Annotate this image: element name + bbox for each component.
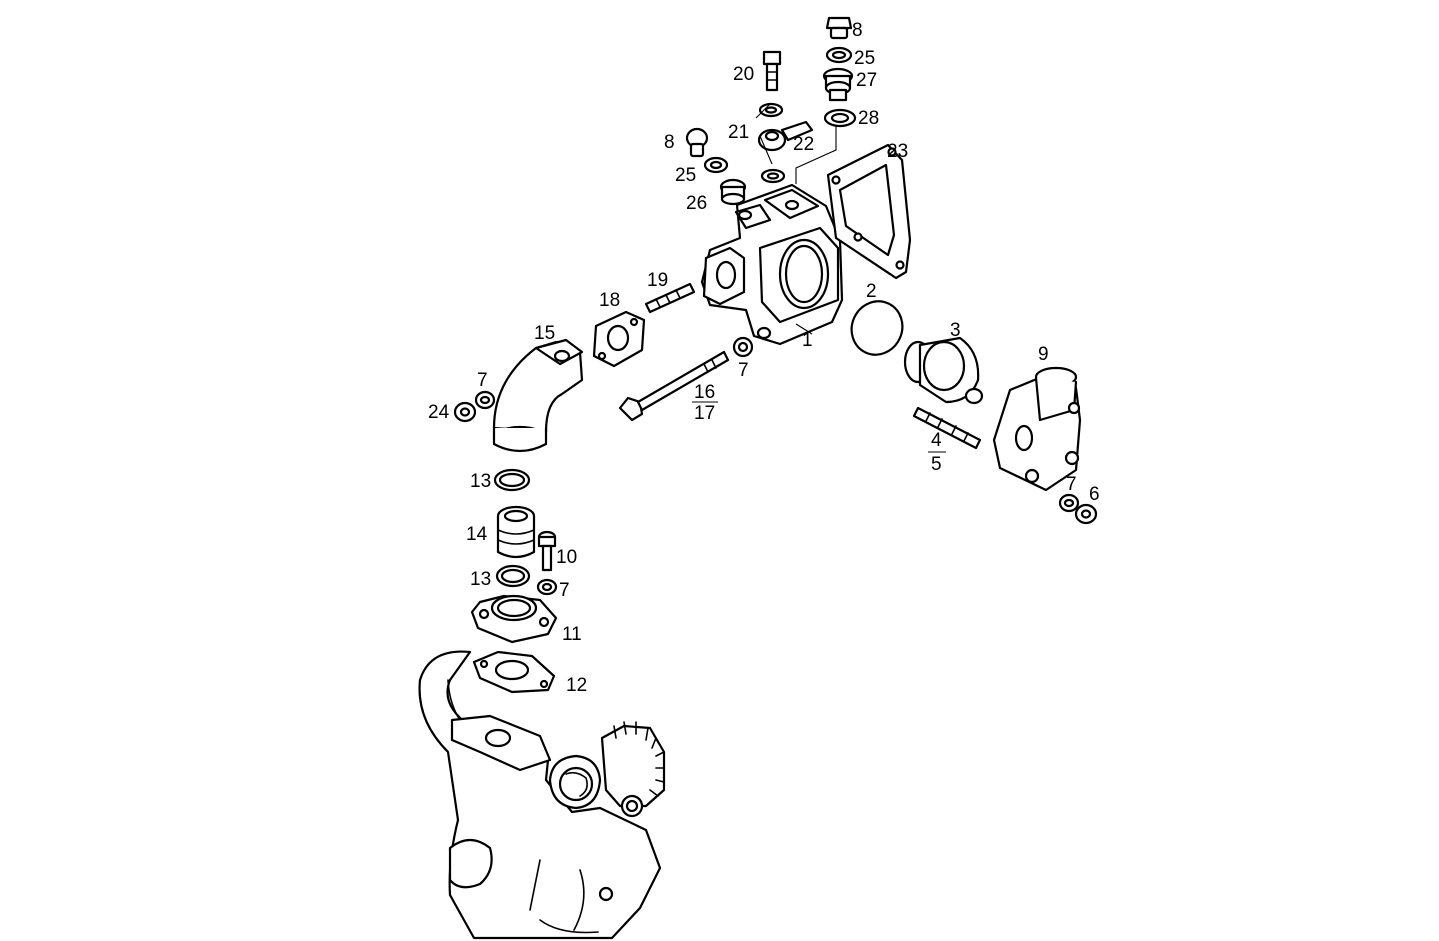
- part-oring-2: [850, 300, 904, 356]
- part-gasket-12: [472, 650, 556, 694]
- part-washer-7-left: [474, 390, 496, 410]
- part-banjo-22: [757, 120, 814, 152]
- label-9: 9: [1038, 344, 1049, 365]
- part-washer-28: [823, 108, 857, 128]
- label-23: 23: [887, 141, 908, 162]
- label-13-upper: 13: [470, 471, 491, 492]
- label-20: 20: [733, 64, 754, 85]
- label-22: 22: [793, 134, 814, 155]
- label-4: 4: [931, 430, 942, 451]
- label-5: 5: [931, 454, 942, 475]
- callout-labels: 8 25 27 28 20 21 22 23 8 25 26 1 2 3 9 4…: [428, 20, 1100, 696]
- label-21: 21: [728, 122, 749, 143]
- part-plug-26: [719, 178, 747, 206]
- label-24: 24: [428, 402, 450, 423]
- part-elbow-pipe-15: [492, 338, 584, 453]
- part-outlet-cover-9: [992, 366, 1082, 492]
- part-washer-25-top: [825, 46, 853, 64]
- part-stud-4-5: [912, 406, 982, 450]
- label-1: 1: [802, 330, 813, 351]
- label-25-top: 25: [854, 48, 875, 69]
- label-8-left: 8: [664, 132, 675, 153]
- part-washer-7-lower: [536, 578, 558, 596]
- label-3: 3: [950, 320, 961, 341]
- part-washer-25-left: [703, 156, 729, 174]
- part-thermostat-3: [903, 336, 984, 405]
- part-bolt-20: [762, 50, 782, 92]
- label-16: 16: [694, 382, 715, 403]
- label-25-left: 25: [675, 165, 696, 186]
- part-bolt-10: [537, 530, 557, 572]
- label-12: 12: [566, 675, 587, 696]
- pump-body: [418, 650, 666, 940]
- label-17: 17: [694, 403, 715, 424]
- part-flange-11: [470, 594, 558, 644]
- label-19: 19: [647, 270, 668, 291]
- label-26: 26: [686, 193, 707, 214]
- part-long-bolt-16-17: [618, 350, 730, 422]
- label-15: 15: [534, 323, 555, 344]
- label-27: 27: [856, 70, 877, 91]
- label-8-top: 8: [852, 20, 863, 41]
- part-plug-8-left: [685, 127, 709, 158]
- part-oring-13-lower: [495, 564, 531, 588]
- label-7-left: 7: [477, 370, 488, 391]
- part-washer-7-right: [1058, 493, 1080, 513]
- part-plug-27: [822, 67, 854, 102]
- part-housing-1: [700, 183, 844, 346]
- part-washer-21-lower: [760, 168, 786, 184]
- label-11: 11: [562, 624, 582, 645]
- leader-lines: [755, 103, 837, 335]
- label-18: 18: [599, 290, 620, 311]
- part-sleeve-14: [496, 505, 536, 559]
- part-flange-gasket-18: [592, 310, 646, 368]
- part-gasket-23: [826, 143, 912, 280]
- part-plug-8-top: [825, 16, 853, 40]
- part-oring-13-upper: [493, 468, 531, 492]
- part-nut-24: [453, 401, 477, 423]
- label-13-lower: 13: [470, 569, 491, 590]
- part-nut-6: [1074, 503, 1098, 525]
- label-10: 10: [556, 547, 577, 568]
- label-2: 2: [866, 281, 877, 302]
- part-stud-19: [644, 282, 696, 314]
- label-7-lower: 7: [559, 580, 570, 601]
- label-7-middle: 7: [738, 360, 749, 381]
- part-washer-7-middle: [732, 336, 754, 358]
- part-washer-21-upper: [758, 102, 784, 118]
- label-14: 14: [466, 524, 488, 545]
- label-7-right: 7: [1066, 474, 1077, 495]
- label-28: 28: [858, 108, 879, 129]
- label-6: 6: [1089, 484, 1100, 505]
